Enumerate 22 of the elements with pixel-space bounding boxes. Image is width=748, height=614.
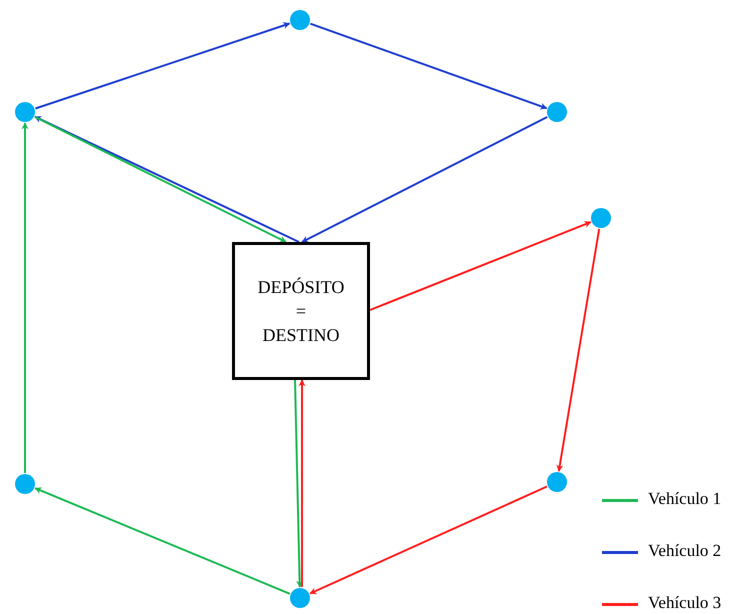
legend-label: Vehículo 1 [648, 489, 722, 509]
stop-circle [15, 474, 35, 494]
route-arrow [370, 221, 592, 311]
depot-box [232, 242, 370, 380]
route-arrow [309, 486, 548, 594]
stop-circle [547, 472, 567, 492]
route-arrow [35, 22, 290, 110]
route-arrow [310, 22, 548, 110]
route-arrow [34, 487, 290, 595]
legend-label: Vehículo 3 [648, 593, 722, 613]
node-label: DEPÓSITO = DESTINO [258, 276, 344, 347]
stop-circle [290, 10, 310, 30]
route-arrow [556, 228, 600, 472]
route-arrow [22, 122, 28, 473]
route-arrow [301, 116, 548, 243]
stop-circle [15, 102, 35, 122]
route-arrow [294, 380, 304, 588]
stop-circle [290, 588, 310, 608]
stop-circle [591, 208, 611, 228]
stop-circle [547, 102, 567, 122]
legend-label: Vehículo 2 [648, 541, 722, 561]
route-arrow [298, 379, 306, 587]
